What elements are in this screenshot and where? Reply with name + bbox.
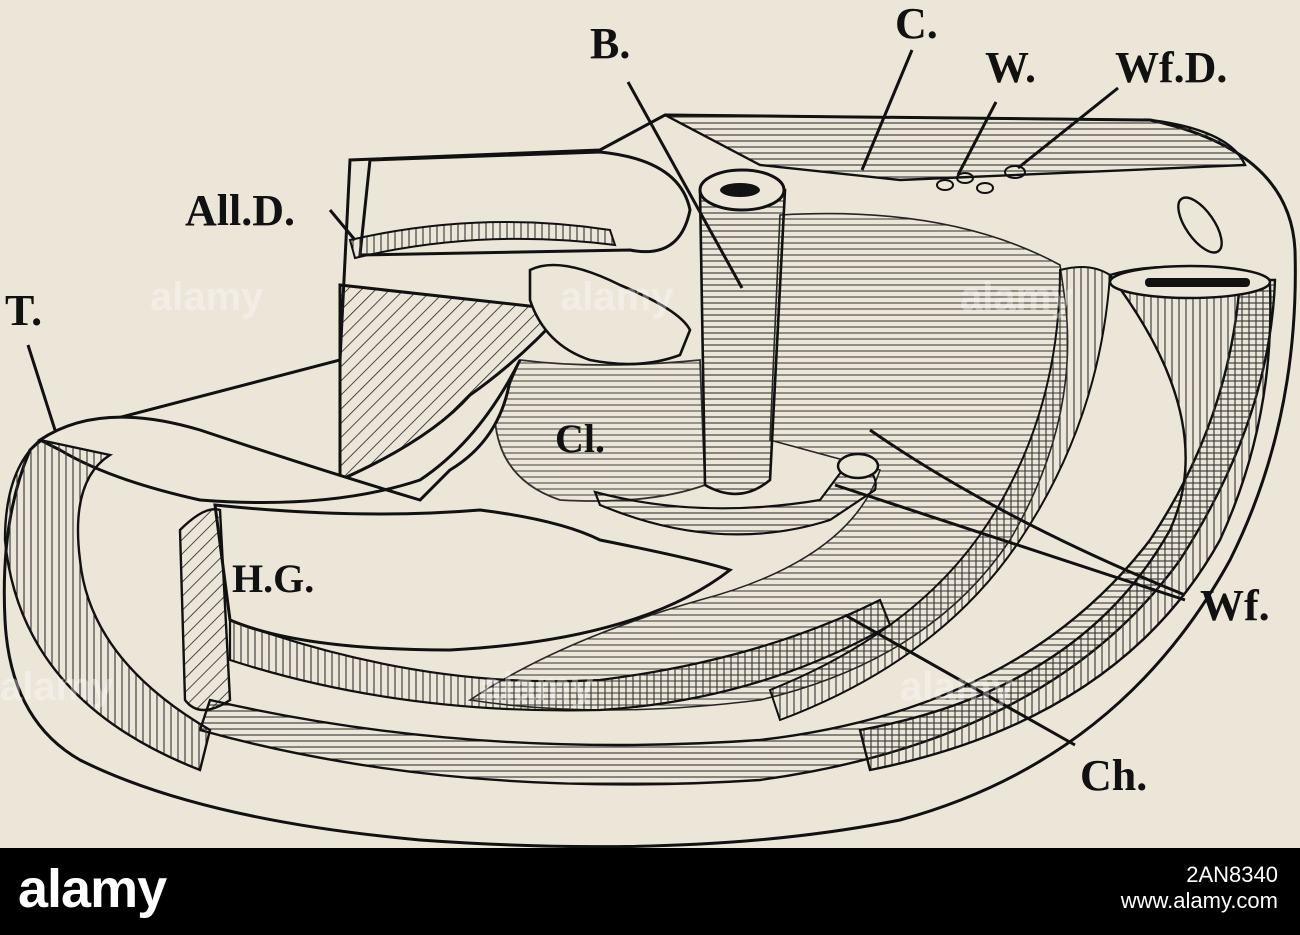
tail-body <box>3 438 212 772</box>
site-url: www.alamy.com <box>1120 888 1278 913</box>
watermark-text: alamy <box>560 275 674 319</box>
top-plate <box>664 113 1247 182</box>
right-tube <box>858 265 1272 772</box>
label-Cl: Cl. <box>555 416 605 461</box>
pore-2 <box>956 172 974 184</box>
pore-4 <box>1004 165 1026 179</box>
hind-gut <box>213 503 734 652</box>
watermark-text: alamy <box>480 665 594 709</box>
mid-tube <box>768 265 1112 722</box>
allantoic-duct-edge <box>348 221 617 260</box>
vessel-lumen <box>720 183 760 197</box>
striated-region <box>467 212 1069 711</box>
watermark-text: alamy <box>900 665 1014 709</box>
brand-logo: alamy <box>18 859 167 919</box>
pore-1 <box>936 179 954 191</box>
hind-gut-cut <box>178 508 232 712</box>
upper-loop <box>528 263 692 366</box>
label-Ch: Ch. <box>1080 751 1147 800</box>
image-id-block: 2AN8340 www.alamy.com <box>1121 862 1278 914</box>
image-id: 2AN8340 <box>1186 862 1278 887</box>
label-C: C. <box>895 0 938 48</box>
label-T: T. <box>5 286 42 335</box>
watermark-text: alamy <box>150 275 264 319</box>
label-AllD: All.D. <box>185 186 295 235</box>
label-B: B. <box>590 19 630 68</box>
label-HG: H.G. <box>232 556 314 601</box>
hatched-section <box>338 283 569 483</box>
embryo-section-diagram: B. C. W. Wf.D. All.D. T. Cl. H.G. Wf. Ch… <box>0 0 1300 848</box>
right-tube-lumen <box>1145 278 1250 287</box>
branch-opening <box>836 452 880 480</box>
outer-band <box>198 278 1277 786</box>
watermark-text: alamy <box>0 665 114 709</box>
pore-5 <box>1177 196 1223 254</box>
watermark-text: alamy <box>960 275 1074 319</box>
label-WfD: Wf.D. <box>1115 43 1227 92</box>
footer-bar: alamy 2AN8340 www.alamy.com <box>0 848 1300 935</box>
tail <box>37 359 522 504</box>
leader-lines <box>26 49 1186 747</box>
vessel-tube <box>698 179 787 496</box>
pore-3 <box>976 182 994 194</box>
label-Wf: Wf. <box>1200 581 1270 630</box>
cloaca-region <box>494 359 706 502</box>
label-W: W. <box>985 43 1036 92</box>
hind-gut-lower <box>228 598 892 712</box>
watermark-group: alamy alamy alamy alamy alamy alamy <box>0 275 1074 709</box>
